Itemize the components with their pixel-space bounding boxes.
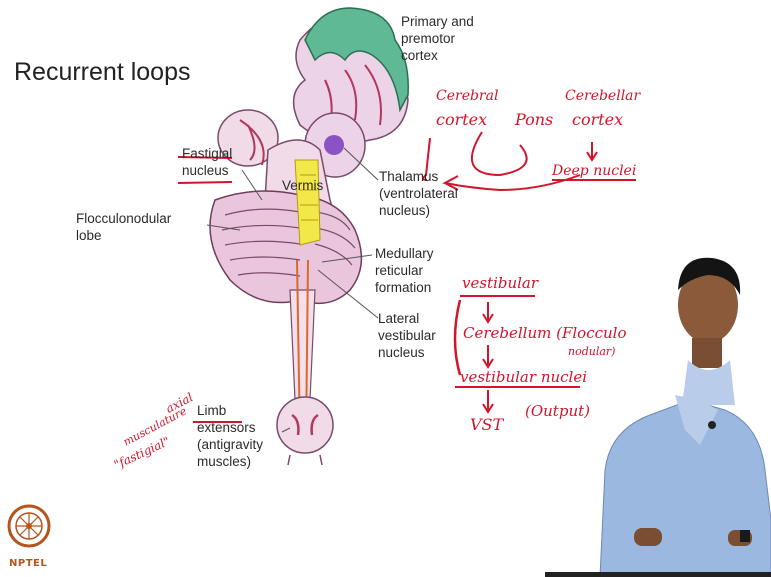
label-thalamus: Thalamus (ventrolateral nucleus) <box>379 168 458 219</box>
label-limb-line3: (antigravity <box>197 436 263 453</box>
note-output: (Output) <box>525 402 590 420</box>
label-fastigial-nucleus: Fastigial nucleus <box>182 145 232 179</box>
label-lateral-line2: vestibular <box>378 327 436 344</box>
label-limb-line2: extensors <box>197 419 263 436</box>
label-thalamus-line2: (ventrolateral <box>379 185 458 202</box>
label-lateral-line1: Lateral <box>378 310 436 327</box>
slide-title: Recurrent loops <box>14 58 190 87</box>
label-flocculo-line2: lobe <box>76 227 171 244</box>
label-thalamus-line3: nucleus) <box>379 202 458 219</box>
label-medullary-line3: formation <box>375 279 434 296</box>
label-limb-line4: muscles) <box>197 453 263 470</box>
label-medullary-line2: reticular <box>375 262 434 279</box>
label-vermis: Vermis <box>282 177 323 194</box>
label-limb-extensors: Limb extensors (antigravity muscles) <box>197 402 263 470</box>
note-vst: VST <box>470 415 503 434</box>
label-medullary-reticular-formation: Medullary reticular formation <box>375 245 434 296</box>
note-deep-nuclei: Deep nuclei <box>552 163 636 181</box>
label-cortex: Primary and premotor cortex <box>401 13 474 64</box>
label-flocculo-line1: Flocculonodular <box>76 210 171 227</box>
label-cortex-line2: premotor <box>401 30 474 47</box>
label-limb-line1: Limb <box>197 402 263 419</box>
label-medullary-line1: Medullary <box>375 245 434 262</box>
note-pons: Pons <box>515 110 553 129</box>
note-cortex: cortex <box>436 110 487 129</box>
label-cortex-line1: Primary and <box>401 13 474 30</box>
note-vestibular: vestibular <box>462 274 538 292</box>
label-lateral-vestibular-nucleus: Lateral vestibular nucleus <box>378 310 436 361</box>
label-fastigial-line2: nucleus <box>182 162 232 179</box>
label-thalamus-line1: Thalamus <box>379 168 458 185</box>
note-cerebral: Cerebral <box>436 88 498 104</box>
label-lateral-line3: nucleus <box>378 344 436 361</box>
note-nodular: nodular) <box>568 345 615 358</box>
nptel-logo-text: NPTEL <box>9 558 47 569</box>
label-flocculonodular-lobe: Flocculonodular lobe <box>76 210 171 244</box>
note-cerebellum: Cerebellum (Flocculo <box>463 324 627 342</box>
label-fastigial-line1: Fastigial <box>182 145 232 162</box>
note-cerebellar: Cerebellar <box>565 88 640 104</box>
note-cortex-2: cortex <box>572 110 623 129</box>
label-cortex-line3: cortex <box>401 47 474 64</box>
note-vestibular-nuclei: vestibular nuclei <box>460 368 587 386</box>
nptel-logo-icon <box>6 498 56 558</box>
